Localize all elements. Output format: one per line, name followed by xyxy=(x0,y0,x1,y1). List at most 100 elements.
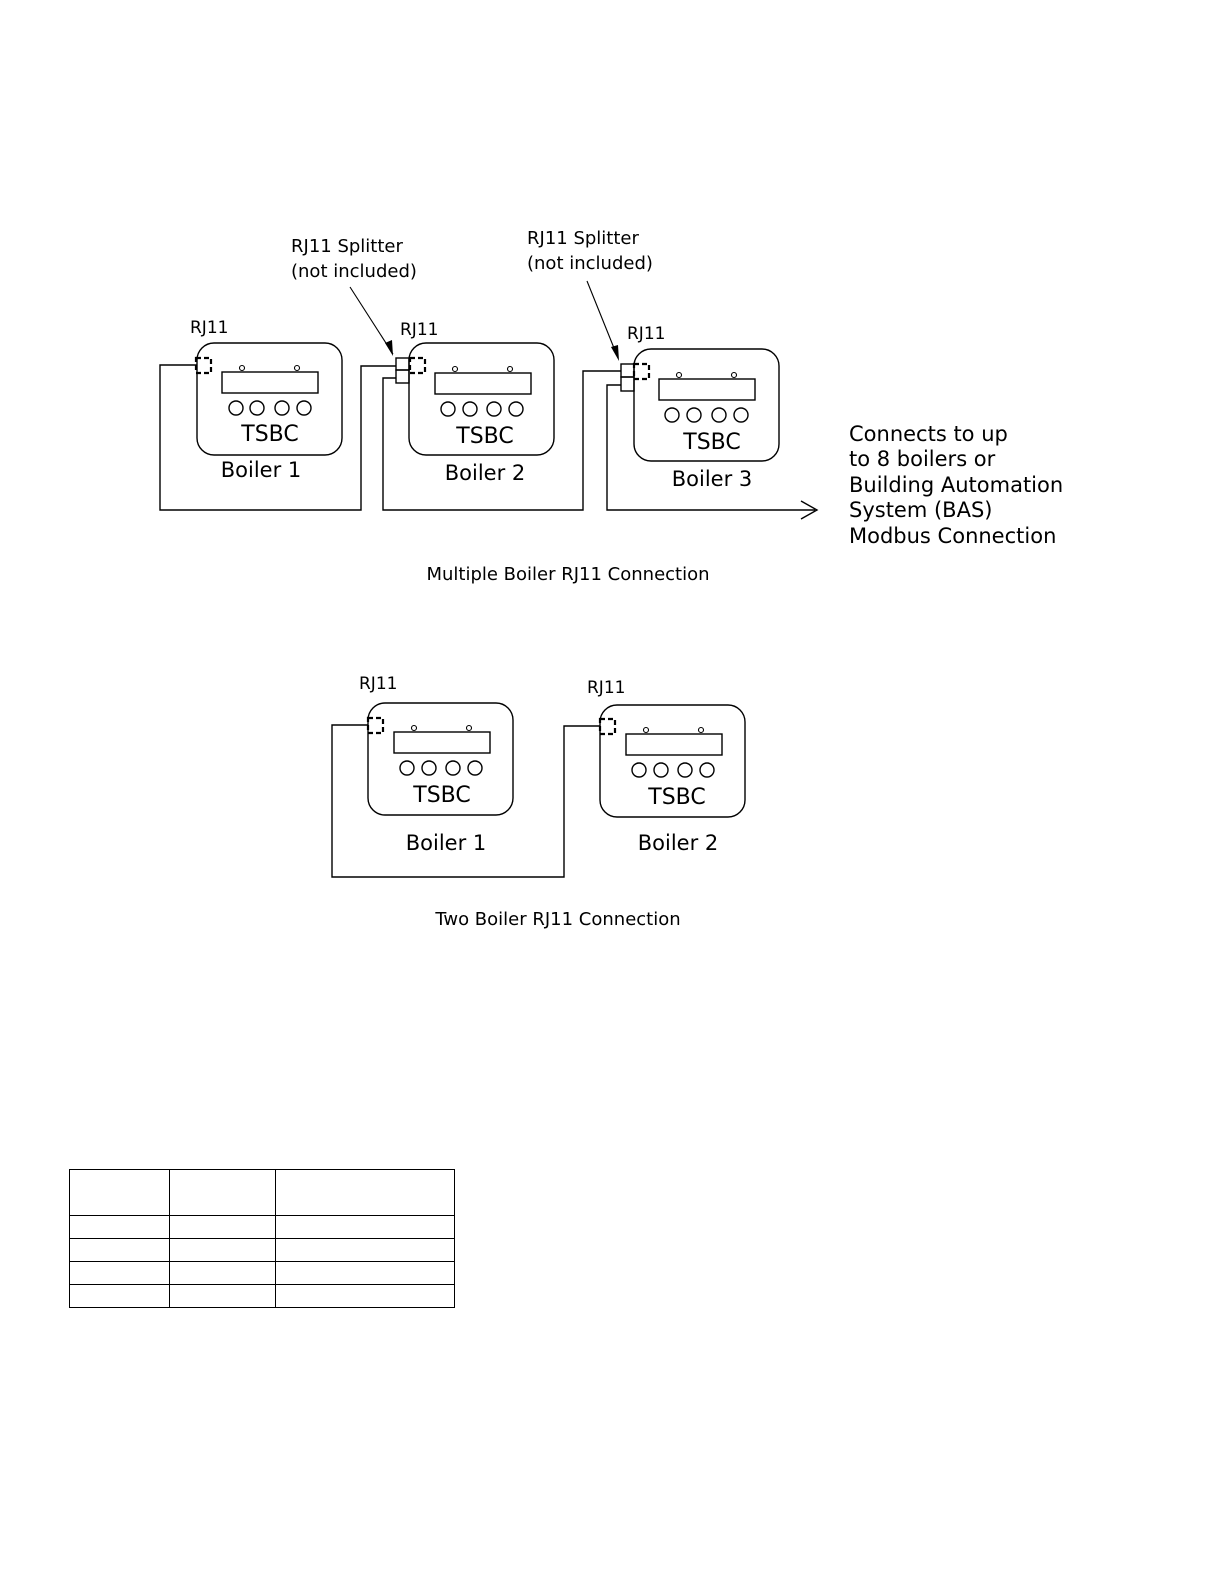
boiler-label: Boiler 2 xyxy=(638,831,719,855)
control-button xyxy=(653,762,669,778)
splitter-sublabel-2: (not included) xyxy=(527,253,653,274)
controller-label: TSBC xyxy=(682,430,740,455)
rj11-cable xyxy=(331,724,600,878)
display-screen xyxy=(625,733,723,756)
connection-note-line: Building Automation xyxy=(849,473,1063,497)
boiler-label: Boiler 2 xyxy=(445,461,526,485)
display-screen xyxy=(434,372,532,395)
rj11-label-2: RJ11 xyxy=(587,678,625,698)
control-button xyxy=(399,760,415,776)
rj11-label-1: RJ11 xyxy=(359,674,397,694)
rj11-splitter-block xyxy=(395,369,410,384)
table-cell xyxy=(69,1169,170,1216)
rj11-port xyxy=(408,356,427,375)
connection-note-line: Connects to up xyxy=(849,422,1008,446)
empty-table xyxy=(69,1169,455,1308)
indicator-led xyxy=(238,364,246,372)
indicator-led xyxy=(730,371,738,379)
boiler-unit-1: TSBC Boiler 1 xyxy=(366,702,514,855)
table-cell xyxy=(275,1284,455,1308)
control-button xyxy=(508,401,524,417)
controller-label: TSBC xyxy=(455,424,513,449)
rj11-splitter-block xyxy=(395,357,410,371)
control-button xyxy=(228,400,244,416)
indicator-led xyxy=(410,724,418,732)
control-button xyxy=(296,400,312,416)
two-boiler-diagram: RJ11 RJ11 TSBC Boiler 1 T xyxy=(331,674,746,930)
table-cell xyxy=(69,1215,170,1239)
indicator-led xyxy=(506,365,514,373)
boiler-unit-1: TSBC Boiler 1 xyxy=(194,342,343,482)
connection-note-line: System (BAS) xyxy=(849,498,992,522)
table-row xyxy=(69,1215,455,1239)
rj11-cable-3 xyxy=(606,384,815,511)
rj11-cable-1 xyxy=(159,364,396,511)
rj11-port xyxy=(632,362,651,381)
boiler-unit-2: TSBC Boiler 2 xyxy=(598,704,746,855)
display-screen xyxy=(221,371,319,394)
table-row xyxy=(69,1284,455,1308)
controller-label: TSBC xyxy=(240,422,298,447)
controller-housing xyxy=(599,704,746,818)
indicator-led xyxy=(697,726,705,734)
rj11-splitter-block xyxy=(620,376,635,392)
control-button xyxy=(467,760,483,776)
splitter-label-2: RJ11 Splitter xyxy=(527,228,639,249)
control-button xyxy=(686,407,702,423)
diagram-caption: Multiple Boiler RJ11 Connection xyxy=(426,564,709,585)
diagram-caption: Two Boiler RJ11 Connection xyxy=(434,909,680,930)
table-header-row xyxy=(69,1169,455,1216)
controller-housing xyxy=(196,342,343,456)
control-button xyxy=(631,762,647,778)
rj11-port xyxy=(194,356,213,375)
splitter-arrow-1 xyxy=(349,286,394,356)
table-cell xyxy=(69,1261,170,1285)
control-button xyxy=(664,407,680,423)
control-button xyxy=(440,401,456,417)
table-row xyxy=(69,1238,455,1262)
control-button xyxy=(677,762,693,778)
table-cell xyxy=(275,1238,455,1262)
boiler-unit-2: TSBC Boiler 2 xyxy=(395,342,555,485)
table-cell xyxy=(275,1215,455,1239)
boiler-label: Boiler 3 xyxy=(672,467,753,491)
control-button xyxy=(711,407,727,423)
table-cell xyxy=(275,1261,455,1285)
table-cell xyxy=(169,1261,276,1285)
controller-label: TSBC xyxy=(412,783,470,808)
controller-housing xyxy=(367,702,514,816)
table-cell xyxy=(169,1169,276,1216)
connection-note-line: to 8 boilers or xyxy=(849,447,996,471)
indicator-led xyxy=(451,365,459,373)
splitter-arrow-2 xyxy=(586,280,619,361)
control-button xyxy=(486,401,502,417)
rj11-splitter-block xyxy=(620,363,635,378)
rj11-cable-2 xyxy=(382,370,621,511)
control-button xyxy=(274,400,290,416)
table-cell xyxy=(169,1238,276,1262)
table-cell xyxy=(275,1169,455,1216)
table-cell xyxy=(69,1238,170,1262)
display-screen xyxy=(658,378,756,401)
indicator-led xyxy=(675,371,683,379)
controller-housing xyxy=(408,342,555,456)
table-cell xyxy=(169,1215,276,1239)
boiler-label: Boiler 1 xyxy=(221,458,302,482)
rj11-port xyxy=(366,716,385,735)
boiler-label: Boiler 1 xyxy=(406,831,487,855)
table-cell xyxy=(169,1284,276,1308)
indicator-led xyxy=(293,364,301,372)
control-button xyxy=(249,400,265,416)
controller-housing xyxy=(633,348,780,462)
splitter-sublabel-1: (not included) xyxy=(291,261,417,282)
control-button xyxy=(699,762,715,778)
table-row xyxy=(69,1261,455,1285)
indicator-led xyxy=(642,726,650,734)
control-button xyxy=(445,760,461,776)
control-button xyxy=(462,401,478,417)
rj11-port xyxy=(598,717,617,736)
multiple-boiler-diagram: RJ11 Splitter (not included) RJ11 Splitt… xyxy=(159,228,1063,585)
indicator-led xyxy=(465,724,473,732)
display-screen xyxy=(393,731,491,754)
